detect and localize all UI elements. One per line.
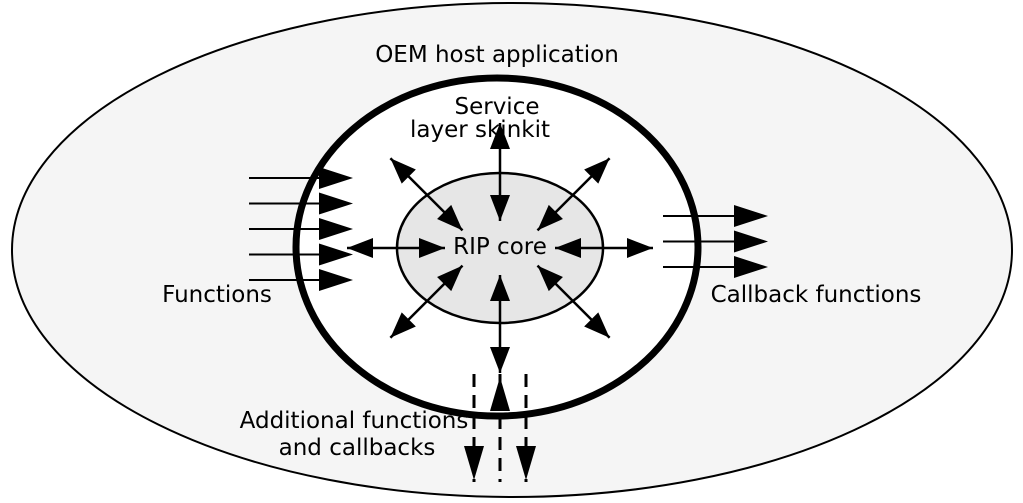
core-arrow-head-outward xyxy=(390,312,416,338)
callback-arrow-head xyxy=(734,256,768,278)
function-arrow-head xyxy=(319,192,353,215)
core-arrow-head-inward xyxy=(537,265,563,292)
function-arrow xyxy=(249,167,353,189)
service-layer-label-line2: layer skinkit xyxy=(410,117,550,143)
callback-arrow xyxy=(663,230,768,253)
additional-arrow-down-head xyxy=(516,446,536,480)
callback-arrow-head xyxy=(734,230,768,253)
core-arrow-head-outward xyxy=(584,158,610,184)
additional-arrow-down-head xyxy=(464,446,484,480)
callback-arrow xyxy=(663,256,768,278)
core-arrow-head-inward xyxy=(555,238,581,258)
additional-dashed-arrow xyxy=(516,374,536,482)
function-arrow xyxy=(249,243,353,266)
rip-core-label: RIP core xyxy=(453,234,547,260)
core-connection-arrows xyxy=(347,123,653,373)
callback-output-arrows xyxy=(663,205,768,278)
function-arrow xyxy=(249,269,353,291)
additional-arrow-up-head xyxy=(490,377,510,411)
core-connection-arrow xyxy=(490,123,510,221)
function-arrow-head xyxy=(319,243,353,266)
function-arrow xyxy=(249,218,353,240)
core-connection-arrow xyxy=(536,157,611,232)
service-layer-label-line1: Service xyxy=(454,94,539,120)
core-arrow-head-outward xyxy=(347,238,373,258)
oem-host-application-label: OEM host application xyxy=(375,42,619,68)
core-connection-arrow xyxy=(389,264,464,339)
additional-functions-arrows xyxy=(464,374,536,482)
function-arrow-head xyxy=(319,269,353,291)
function-arrow xyxy=(249,192,353,215)
core-arrow-head-inward xyxy=(490,275,510,301)
core-arrow-head-outward xyxy=(390,158,416,184)
core-arrow-head-outward xyxy=(490,123,510,149)
core-arrow-head-inward xyxy=(437,265,463,292)
core-arrow-head-outward xyxy=(584,312,610,338)
callback-arrow xyxy=(663,205,768,227)
core-arrow-head-inward xyxy=(490,195,510,221)
additional-dashed-arrow xyxy=(464,374,484,482)
core-arrow-head-outward xyxy=(490,347,510,373)
additional-functions-label-line2: and callbacks xyxy=(279,435,436,461)
core-arrow-head-inward xyxy=(537,204,563,231)
core-arrow-head-outward xyxy=(627,238,653,258)
additional-dashed-arrow xyxy=(490,374,510,482)
function-arrow-head xyxy=(319,218,353,240)
callback-functions-label: Callback functions xyxy=(711,282,922,308)
core-arrow-head-inward xyxy=(419,238,445,258)
function-arrow-head xyxy=(319,167,353,189)
additional-functions-label-line1: Additional functions xyxy=(240,408,469,434)
callback-arrow-head xyxy=(734,205,768,227)
core-connection-arrow xyxy=(555,238,653,258)
core-arrow-head-inward xyxy=(437,204,463,231)
core-connection-arrow xyxy=(347,238,445,258)
functions-label: Functions xyxy=(162,282,272,308)
core-connection-arrow xyxy=(389,157,464,232)
core-connection-arrow xyxy=(536,264,611,339)
function-input-arrows xyxy=(249,167,353,291)
core-connection-arrow xyxy=(490,275,510,373)
